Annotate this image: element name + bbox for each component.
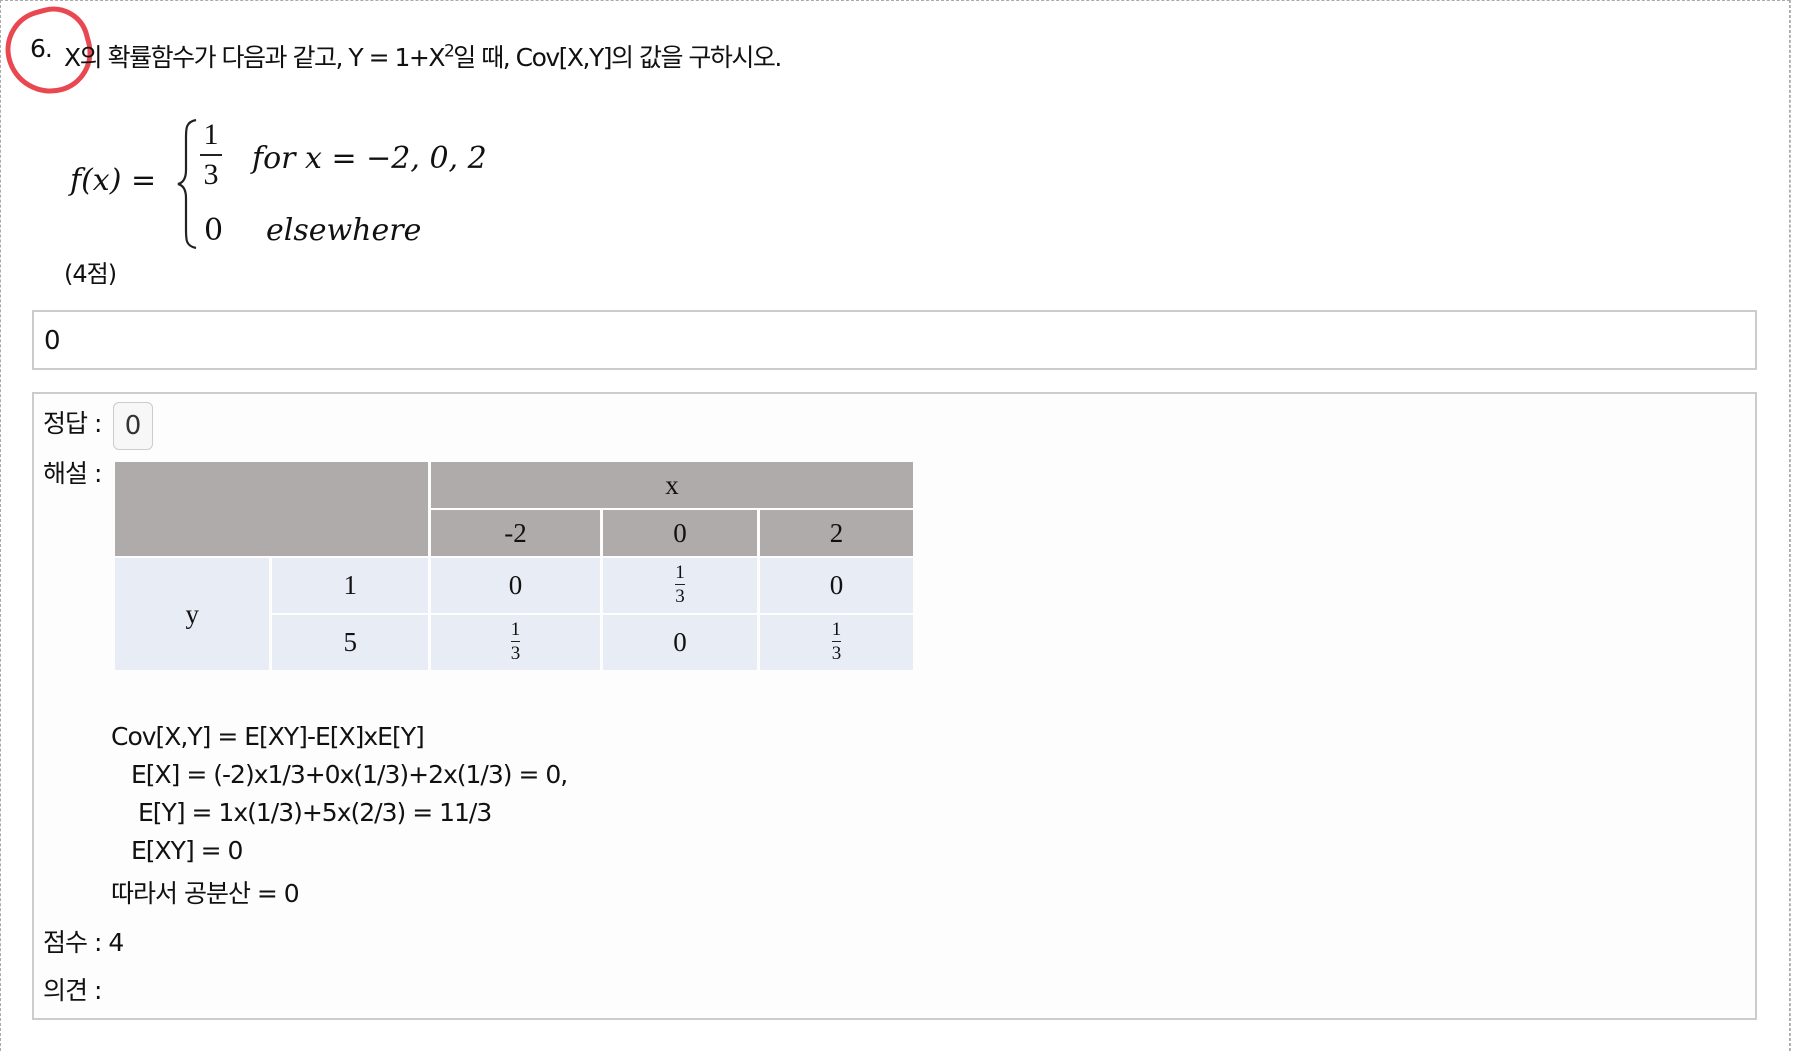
cell: 0 — [760, 558, 913, 613]
x-header: x — [431, 462, 913, 508]
score-row: 점수 : 4 — [43, 923, 124, 959]
correct-label: 정답 : — [43, 409, 102, 438]
answer-input[interactable]: 0 — [32, 310, 1757, 370]
explain-line: E[XY] = 0 — [131, 836, 243, 865]
question-number: 6. — [30, 34, 53, 63]
correct-value-badge: 0 — [113, 402, 153, 450]
brace-icon — [177, 118, 197, 250]
y-header: y — [115, 558, 270, 670]
formula-case2: elsewhere — [266, 213, 422, 248]
formula-lhs: f(x) = — [70, 163, 157, 198]
explain-line: 따라서 공분산 = 0 — [111, 879, 300, 908]
score-label: 점수 : — [43, 928, 102, 957]
cell: 0 — [431, 558, 600, 613]
x-value: 0 — [603, 510, 757, 556]
frac-den: 3 — [203, 158, 219, 191]
formula-case1: for x = −2, 0, 2 — [252, 141, 487, 176]
question-text-post: 일 때, Cov[X,Y]의 값을 구하시오. — [453, 43, 782, 72]
scrollbar-edge — [1790, 0, 1791, 1051]
explain-line: E[Y] = 1x(1/3)+5x(2/3) = 11/3 — [138, 798, 492, 827]
question-text-pre: X의 확률함수가 다음과 같고, Y = 1+X — [64, 43, 445, 72]
cell: 0 — [603, 615, 757, 670]
frac-num: 1 — [203, 118, 219, 151]
explain-label: 해설 : — [43, 459, 102, 488]
explain-line: Cov[X,Y] = E[XY]-E[X]xE[Y] — [111, 722, 425, 751]
comment-label: 의견 : — [43, 976, 102, 1005]
table-corner — [115, 462, 428, 556]
question-text: X의 확률함수가 다음과 같고, Y = 1+X2일 때, Cov[X,Y]의 … — [64, 38, 782, 74]
question-sup: 2 — [443, 41, 455, 62]
formula-zero: 0 — [204, 213, 224, 248]
x-value: 2 — [760, 510, 913, 556]
y-value: 5 — [272, 615, 428, 670]
x-value: -2 — [431, 510, 600, 556]
y-value: 1 — [272, 558, 428, 613]
question-points: (4점) — [64, 260, 117, 288]
explain-line: E[X] = (-2)x1/3+0x(1/3)+2x(1/3) = 0, — [131, 760, 568, 789]
score-value: 4 — [108, 928, 124, 957]
